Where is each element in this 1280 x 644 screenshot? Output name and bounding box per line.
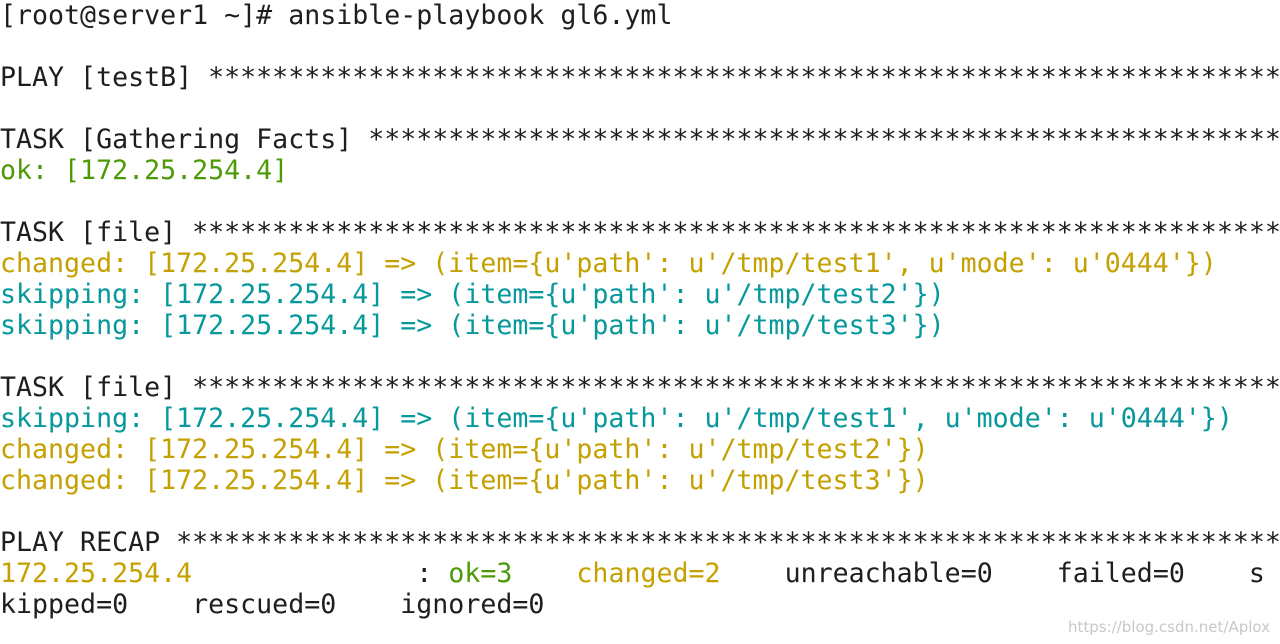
watermark: https://blog.csdn.net/Aplox <box>1068 618 1270 636</box>
terminal-segment-default: [root@server1 ~]# ansible-playbook gl6.y… <box>0 0 673 31</box>
terminal-line <box>0 31 1280 62</box>
terminal-line: TASK [file] ****************************… <box>0 217 1280 248</box>
terminal-segment-changed: changed: [172.25.254.4] => (item={u'path… <box>0 248 1217 279</box>
terminal-segment-changed: changed=2 <box>576 558 721 589</box>
terminal-line: TASK [file] ****************************… <box>0 372 1280 403</box>
terminal-segment-skipping: skipping: [172.25.254.4] => (item={u'pat… <box>0 279 945 310</box>
terminal-line <box>0 186 1280 217</box>
terminal-segment-skipping: skipping: [172.25.254.4] => (item={u'pat… <box>0 310 945 341</box>
terminal-line <box>0 496 1280 527</box>
terminal-segment-changed: changed: [172.25.254.4] => (item={u'path… <box>0 465 929 496</box>
terminal-segment-default: unreachable=0 failed=0 s <box>720 558 1265 589</box>
terminal-line: changed: [172.25.254.4] => (item={u'path… <box>0 248 1280 279</box>
terminal-line: changed: [172.25.254.4] => (item={u'path… <box>0 434 1280 465</box>
terminal-segment-changed: changed: [172.25.254.4] => (item={u'path… <box>0 434 929 465</box>
terminal-line: PLAY RECAP *****************************… <box>0 527 1280 558</box>
terminal-segment-changed: 172.25.254.4 <box>0 558 193 589</box>
terminal-line: skipping: [172.25.254.4] => (item={u'pat… <box>0 310 1280 341</box>
terminal-line <box>0 341 1280 372</box>
terminal-segment-ok: ok: [172.25.254.4] <box>0 155 289 186</box>
terminal-line: TASK [Gathering Facts] *****************… <box>0 124 1280 155</box>
terminal-segment-default: TASK [Gathering Facts] *****************… <box>0 124 1280 155</box>
terminal-segment-default: kipped=0 rescued=0 ignored=0 <box>0 589 545 620</box>
terminal-line: PLAY [testB] ***************************… <box>0 62 1280 93</box>
terminal-line: skipping: [172.25.254.4] => (item={u'pat… <box>0 403 1280 434</box>
terminal-line: changed: [172.25.254.4] => (item={u'path… <box>0 465 1280 496</box>
terminal-line: kipped=0 rescued=0 ignored=0 <box>0 589 1280 620</box>
terminal-segment-ok: ok=3 <box>448 558 513 589</box>
terminal-line: [root@server1 ~]# ansible-playbook gl6.y… <box>0 0 1280 31</box>
terminal-segment-default <box>512 558 576 589</box>
terminal-segment-default: PLAY [testB] ***************************… <box>0 62 1280 93</box>
terminal-segment-default: TASK [file] ****************************… <box>0 217 1280 248</box>
terminal-line: ok: [172.25.254.4] <box>0 155 1280 186</box>
terminal-segment-default: : <box>192 558 449 589</box>
terminal-line <box>0 93 1280 124</box>
terminal-line: 172.25.254.4 : ok=3 changed=2 unreachabl… <box>0 558 1280 589</box>
terminal-segment-default: TASK [file] ****************************… <box>0 372 1280 403</box>
terminal-segment-skipping: skipping: [172.25.254.4] => (item={u'pat… <box>0 403 1233 434</box>
terminal-line: skipping: [172.25.254.4] => (item={u'pat… <box>0 279 1280 310</box>
terminal-segment-default: PLAY RECAP *****************************… <box>0 527 1280 558</box>
